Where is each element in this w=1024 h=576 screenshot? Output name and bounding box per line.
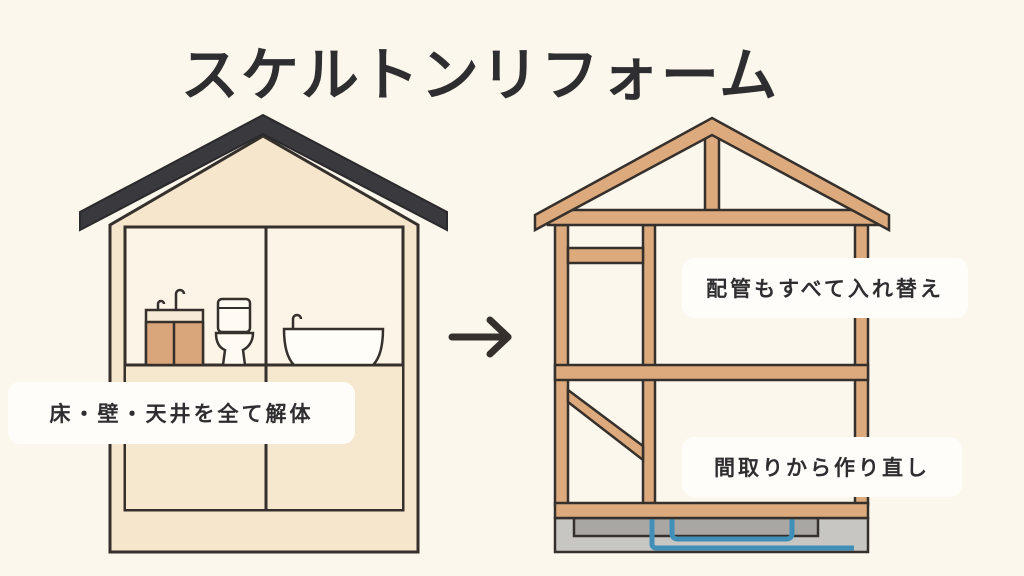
bathtub-icon (282, 313, 385, 367)
label-layout: 間取りから作り直し (682, 437, 962, 497)
roof (79, 113, 448, 232)
label-piping: 配管もすべて入れ替え (682, 258, 968, 318)
arrow-right-icon (448, 316, 512, 358)
vanity-sink-icon (144, 288, 205, 367)
label-demolish: 床・壁・天井を全て解体 (8, 382, 355, 444)
toilet-icon (214, 297, 255, 367)
finished-house (79, 113, 448, 554)
pipes (649, 518, 854, 551)
page-title: スケルトンリフォーム (180, 41, 780, 109)
